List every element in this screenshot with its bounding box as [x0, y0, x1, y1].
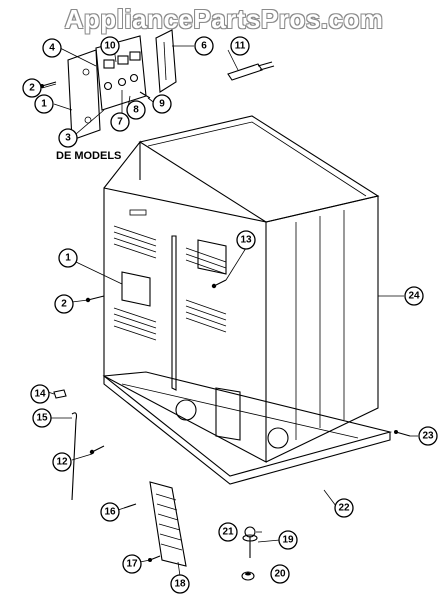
- callout-19: 19: [278, 530, 298, 550]
- svg-text:3: 3: [65, 133, 71, 144]
- callout-24: 24: [404, 286, 424, 306]
- callout-8: 8: [126, 100, 146, 120]
- dryer-cabinet: [103, 115, 380, 463]
- callout-17: 17: [122, 554, 142, 574]
- callout-10: 10: [100, 36, 120, 56]
- callout-21: 21: [218, 522, 238, 542]
- svg-text:11: 11: [235, 41, 246, 52]
- watermark: AppliancePartsPros.com: [64, 4, 384, 34]
- svg-text:2: 2: [61, 299, 67, 310]
- svg-text:6: 6: [201, 41, 207, 52]
- callout-22: 22: [334, 498, 354, 518]
- callout-11: 11: [230, 36, 250, 56]
- section-label-de-models: DE MODELS: [56, 150, 122, 162]
- callout-1a: 1: [34, 94, 54, 114]
- svg-text:23: 23: [422, 431, 434, 442]
- svg-text:15: 15: [36, 413, 48, 424]
- callout-7: 7: [110, 112, 130, 132]
- svg-text:1: 1: [65, 253, 71, 264]
- svg-text:8: 8: [133, 105, 139, 116]
- svg-text:21: 21: [222, 527, 234, 538]
- callout-12: 12: [52, 452, 72, 472]
- svg-text:10: 10: [104, 41, 116, 52]
- cabinet-base: [102, 371, 393, 485]
- callout-23: 23: [418, 426, 438, 446]
- svg-text:17: 17: [126, 559, 138, 570]
- svg-text:13: 13: [240, 235, 252, 246]
- svg-text:2: 2: [29, 83, 35, 94]
- svg-text:4: 4: [49, 43, 55, 54]
- callout-2b: 2: [54, 294, 74, 314]
- callout-15: 15: [32, 408, 52, 428]
- svg-text:22: 22: [338, 503, 350, 514]
- svg-text:16: 16: [104, 507, 116, 518]
- callout-2a: 2: [22, 78, 42, 98]
- leader-lines: [41, 45, 418, 577]
- svg-text:18: 18: [174, 579, 186, 590]
- svg-text:12: 12: [56, 457, 68, 468]
- callout-18: 18: [170, 574, 190, 594]
- svg-text:24: 24: [408, 291, 420, 302]
- svg-text:14: 14: [34, 389, 46, 400]
- callout-9: 9: [152, 94, 172, 114]
- callout-13: 13: [236, 230, 256, 250]
- svg-text:19: 19: [282, 535, 294, 546]
- callout-20: 20: [270, 564, 290, 584]
- callout-6: 6: [194, 36, 214, 56]
- svg-text:20: 20: [274, 569, 286, 580]
- svg-text:9: 9: [159, 99, 165, 110]
- callout-4: 4: [42, 38, 62, 58]
- terminal-block-assembly: [40, 29, 275, 141]
- callout-3: 3: [58, 128, 78, 148]
- callout-14: 14: [30, 384, 50, 404]
- svg-text:7: 7: [117, 117, 123, 128]
- callout-1b: 1: [58, 248, 78, 268]
- svg-text:1: 1: [41, 99, 47, 110]
- callout-16: 16: [100, 502, 120, 522]
